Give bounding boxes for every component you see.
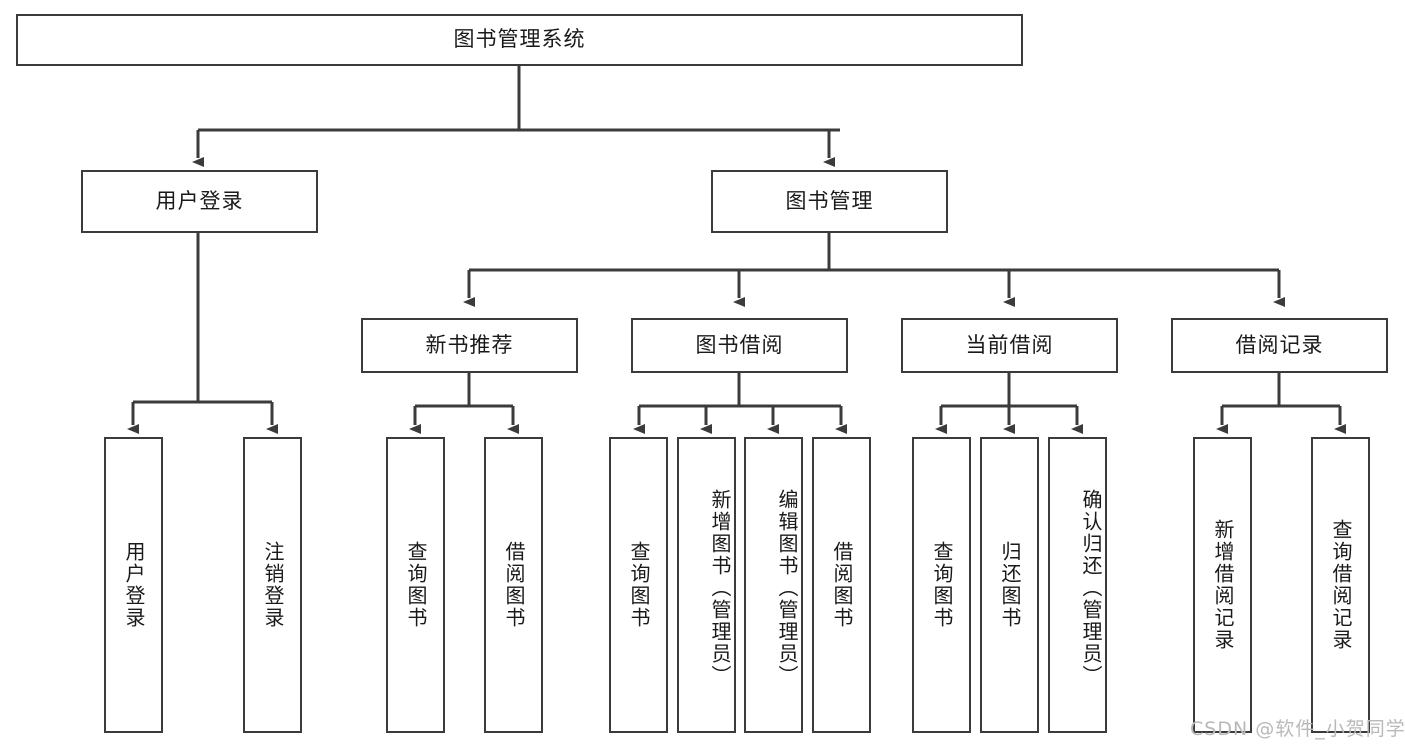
node-label: 借阅图书 <box>830 541 854 629</box>
node-label: 借阅图书 <box>502 541 526 629</box>
node-label: 当前借阅 <box>965 332 1054 357</box>
node-label: 新增图书（管理员） <box>708 489 732 687</box>
leaf-new-book-borrow-book[interactable]: 借阅图书 <box>484 437 543 733</box>
node-label: 图书管理 <box>785 188 874 213</box>
node-label: 查询图书 <box>404 541 428 629</box>
node-label: 新书推荐 <box>425 332 514 357</box>
leaf-user-login-logout[interactable]: 注销登录 <box>243 437 302 733</box>
leaf-current-borrow-query-book[interactable]: 查询图书 <box>912 437 971 733</box>
node-new-book-recommend[interactable]: 新书推荐 <box>361 318 578 373</box>
node-current-borrow[interactable]: 当前借阅 <box>901 318 1118 373</box>
node-label: 确认归还（管理员） <box>1079 489 1103 687</box>
node-label: 查询借阅记录 <box>1329 519 1353 651</box>
node-label: 注销登录 <box>261 541 285 629</box>
leaf-user-login-login[interactable]: 用户登录 <box>104 437 163 733</box>
node-label: 图书借阅 <box>695 332 784 357</box>
node-label: 用户登录 <box>155 188 244 213</box>
node-label: 用户登录 <box>122 541 146 629</box>
leaf-book-borrow-add-book-admin[interactable]: 新增图书（管理员） <box>677 437 736 733</box>
leaf-new-book-query-book[interactable]: 查询图书 <box>386 437 445 733</box>
node-label: 图书管理系统 <box>453 27 586 52</box>
node-label: 新增借阅记录 <box>1211 519 1235 651</box>
leaf-current-borrow-confirm-return-admin[interactable]: 确认归还（管理员） <box>1048 437 1107 733</box>
node-book-borrow[interactable]: 图书借阅 <box>631 318 848 373</box>
node-label: 借阅记录 <box>1235 332 1324 357</box>
csdn-watermark: CSDN @软件_小贺同学 <box>1190 718 1405 740</box>
node-user-login[interactable]: 用户登录 <box>81 170 318 233</box>
node-label: 查询图书 <box>930 541 954 629</box>
leaf-borrow-record-query-record[interactable]: 查询借阅记录 <box>1311 437 1370 733</box>
leaf-book-borrow-edit-book-admin[interactable]: 编辑图书（管理员） <box>744 437 803 733</box>
node-label: 编辑图书（管理员） <box>775 489 799 687</box>
leaf-current-borrow-return-book[interactable]: 归还图书 <box>980 437 1039 733</box>
node-book-management[interactable]: 图书管理 <box>711 170 948 233</box>
leaf-book-borrow-borrow-book[interactable]: 借阅图书 <box>812 437 871 733</box>
leaf-book-borrow-query-book[interactable]: 查询图书 <box>609 437 668 733</box>
node-label: 查询图书 <box>627 541 651 629</box>
node-label: 归还图书 <box>998 541 1022 629</box>
node-root-library-system[interactable]: 图书管理系统 <box>16 14 1023 66</box>
node-borrow-record[interactable]: 借阅记录 <box>1171 318 1388 373</box>
leaf-borrow-record-add-record[interactable]: 新增借阅记录 <box>1193 437 1252 733</box>
